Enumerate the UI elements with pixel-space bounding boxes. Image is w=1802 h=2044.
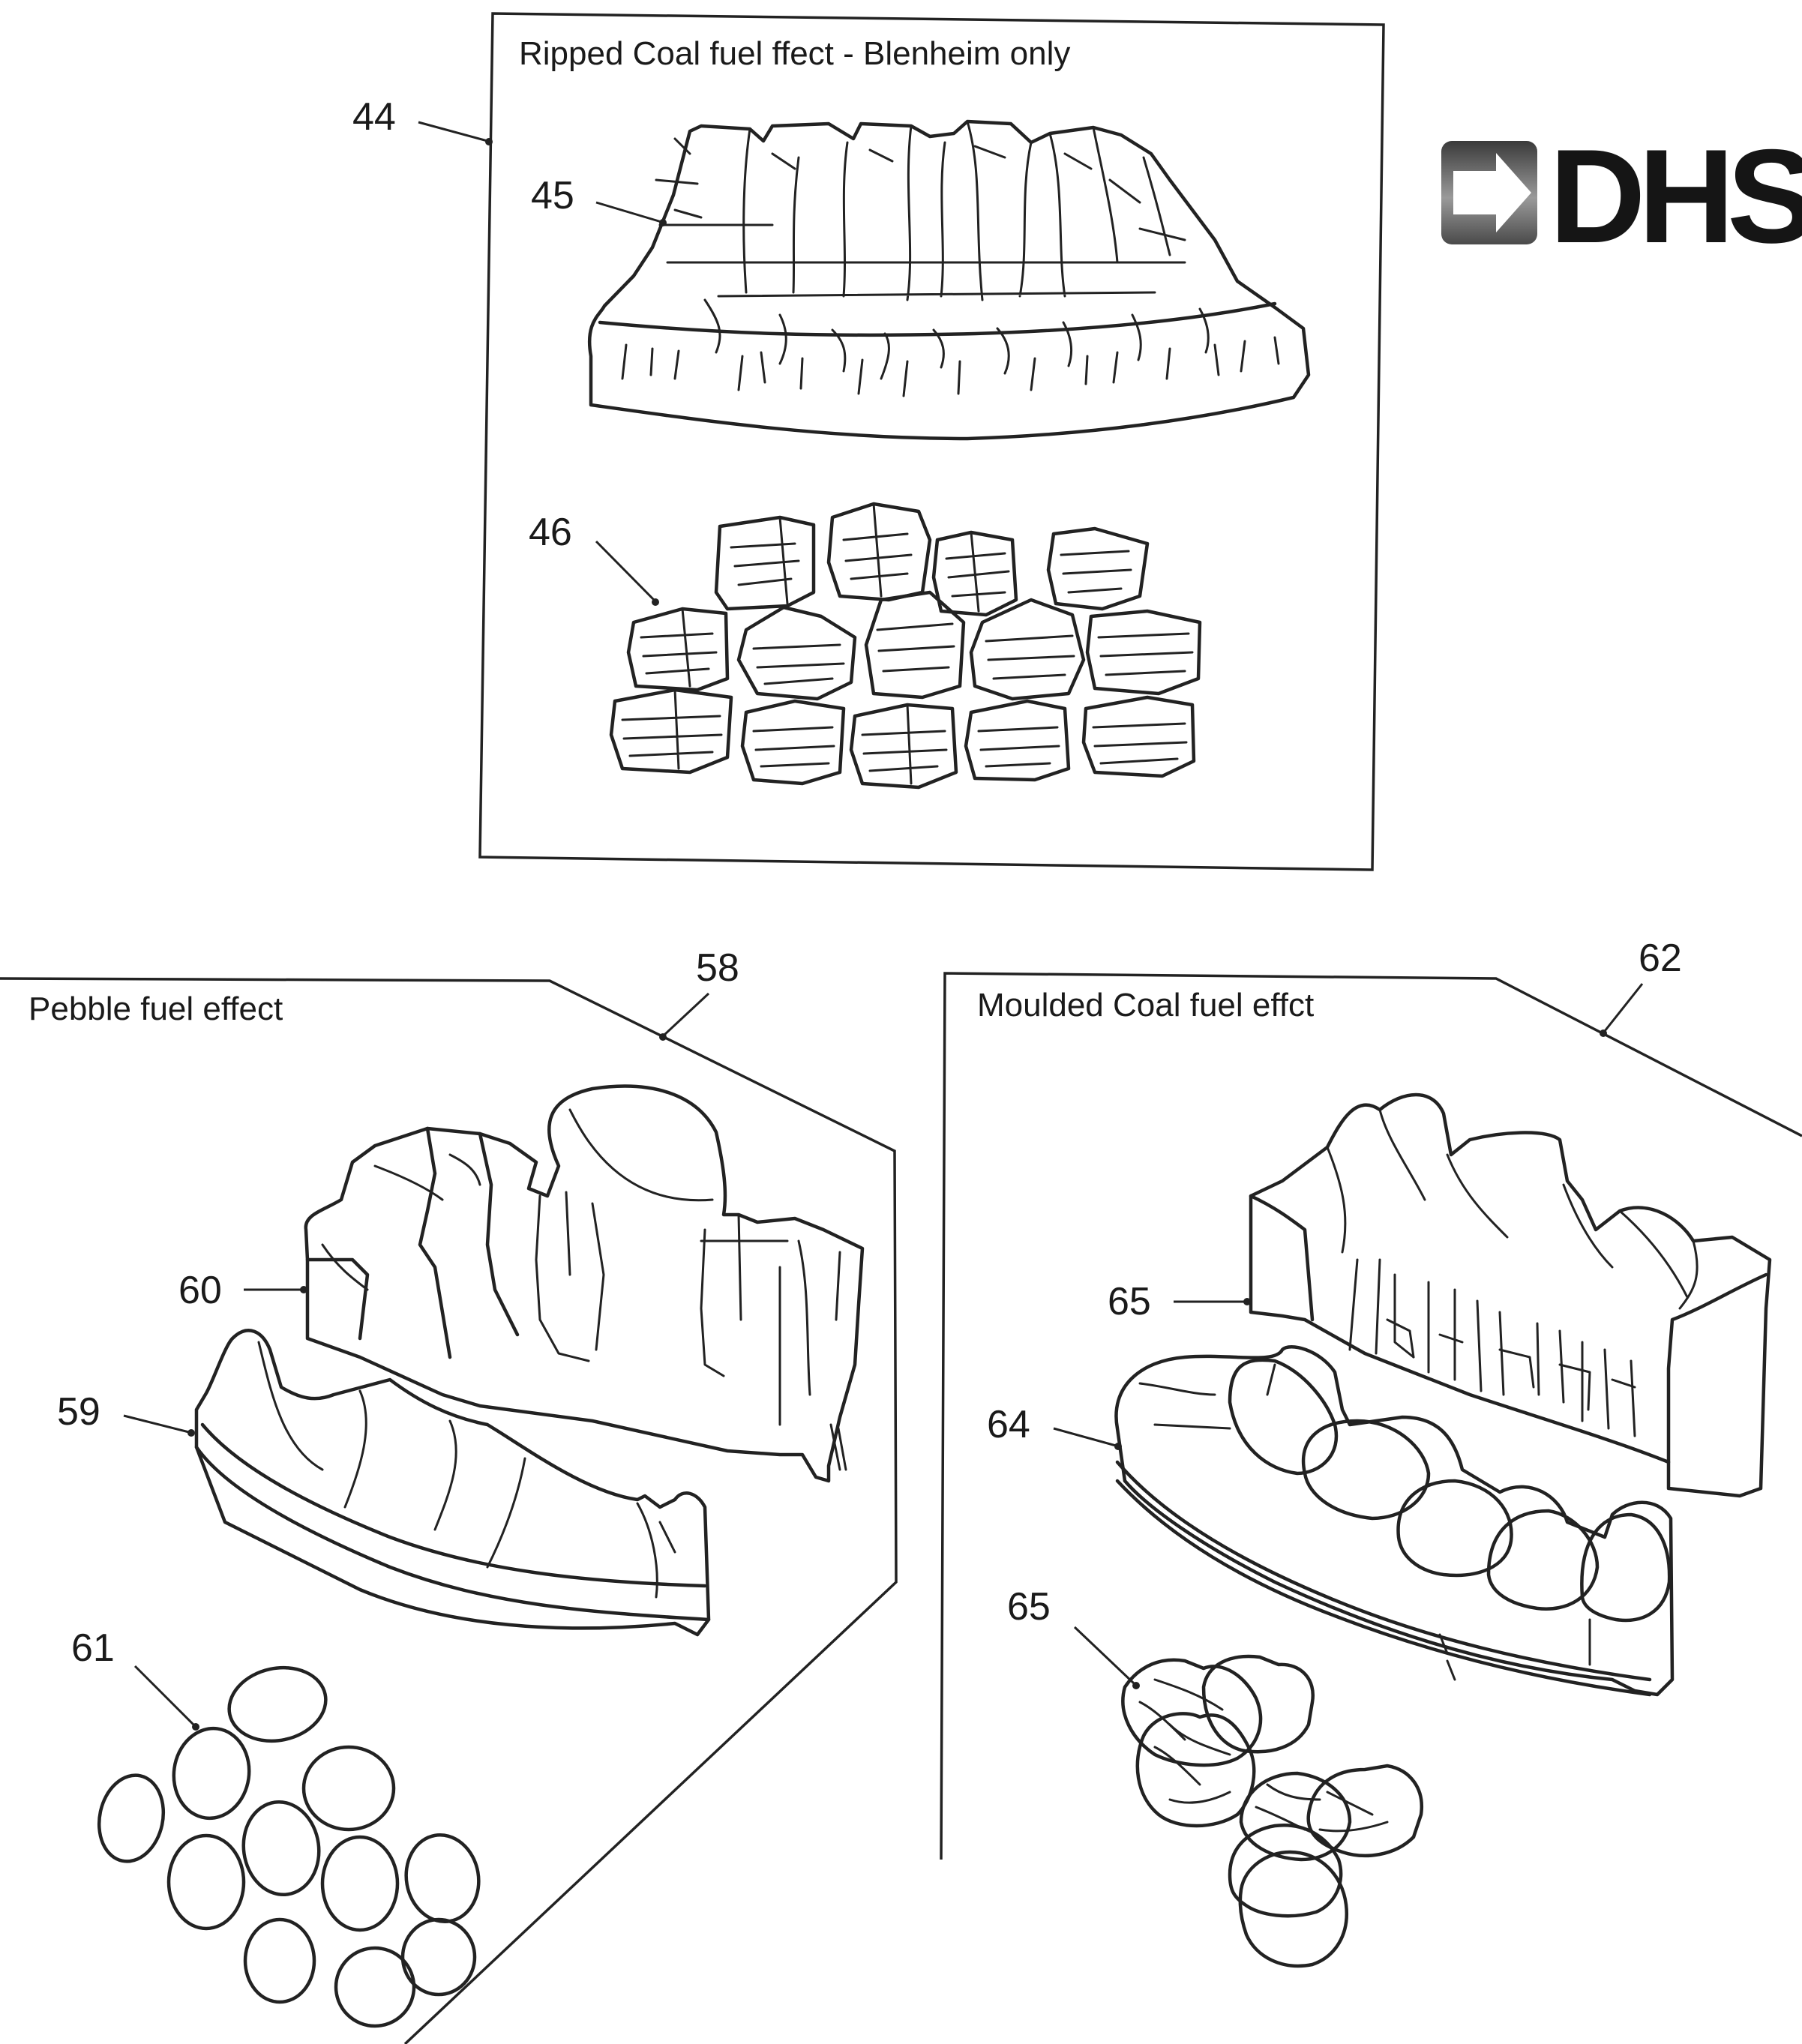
- moulded-coal-pieces: [1121, 1654, 1424, 1968]
- leader-dot: [1600, 1029, 1607, 1037]
- pebble-front-tray: [194, 1329, 711, 1637]
- callout-65: 65: [1007, 1585, 1051, 1629]
- pebble-stones: [97, 1665, 481, 2028]
- leader-line: [418, 121, 488, 142]
- leader-line: [663, 992, 710, 1036]
- leader-dot: [187, 1429, 195, 1437]
- leader-dot: [659, 1033, 667, 1041]
- loose-coal-pieces: [609, 502, 1202, 790]
- panel-pebble: Pebble fuel effect 58 60 59: [0, 946, 898, 2044]
- callout-46: 46: [529, 511, 572, 554]
- callout-63: 64: [987, 1403, 1030, 1446]
- leader-dot: [1114, 1443, 1122, 1450]
- callout-45: 45: [531, 174, 574, 217]
- leader-line: [1053, 1427, 1117, 1447]
- callout-64: 65: [1108, 1280, 1151, 1323]
- callout-61: 61: [71, 1626, 115, 1670]
- panel-frame: [0, 977, 898, 2044]
- callout-60: 60: [178, 1269, 222, 1312]
- logo-text: DHS: [1549, 121, 1802, 271]
- leader-dot: [1132, 1682, 1140, 1689]
- pebble-back-log: [304, 1084, 865, 1483]
- leader-line: [133, 1665, 195, 1726]
- leader-line: [595, 201, 662, 223]
- arrow-right-icon: [1441, 141, 1537, 244]
- panel-ripped-coal: Ripped Coal fuel ffect - Blenheim only 4…: [352, 12, 1385, 871]
- callout-62: 62: [1639, 937, 1682, 980]
- leader-line: [1603, 983, 1644, 1032]
- leader-dot: [485, 138, 493, 145]
- leader-dot: [192, 1723, 199, 1731]
- moulded-front-tray: [1114, 1345, 1675, 1697]
- panel-title: Moulded Coal fuel effct: [977, 987, 1314, 1023]
- leader-line: [123, 1414, 190, 1434]
- panel-moulded-coal: Moulded Coal fuel effct 62 65 64: [940, 937, 1802, 1968]
- leader-dot: [1243, 1298, 1251, 1305]
- panel-title: Ripped Coal fuel ffect - Blenheim only: [519, 35, 1070, 72]
- ripped-coal-bed: [587, 119, 1311, 441]
- callout-59: 59: [57, 1390, 100, 1434]
- leader-line: [1073, 1626, 1135, 1685]
- panel-frame: [940, 972, 1802, 1860]
- leader-dot: [652, 598, 659, 606]
- leader-dot: [300, 1286, 307, 1293]
- callout-58: 58: [696, 946, 739, 990]
- dhs-logo: DHS: [1441, 121, 1802, 271]
- panel-frame: [478, 12, 1385, 871]
- panel-title: Pebble fuel effect: [28, 991, 283, 1027]
- leader-dot: [659, 219, 667, 226]
- moulded-back-log: [1249, 1092, 1772, 1498]
- callout-44: 44: [352, 95, 396, 139]
- leader-line: [595, 540, 655, 601]
